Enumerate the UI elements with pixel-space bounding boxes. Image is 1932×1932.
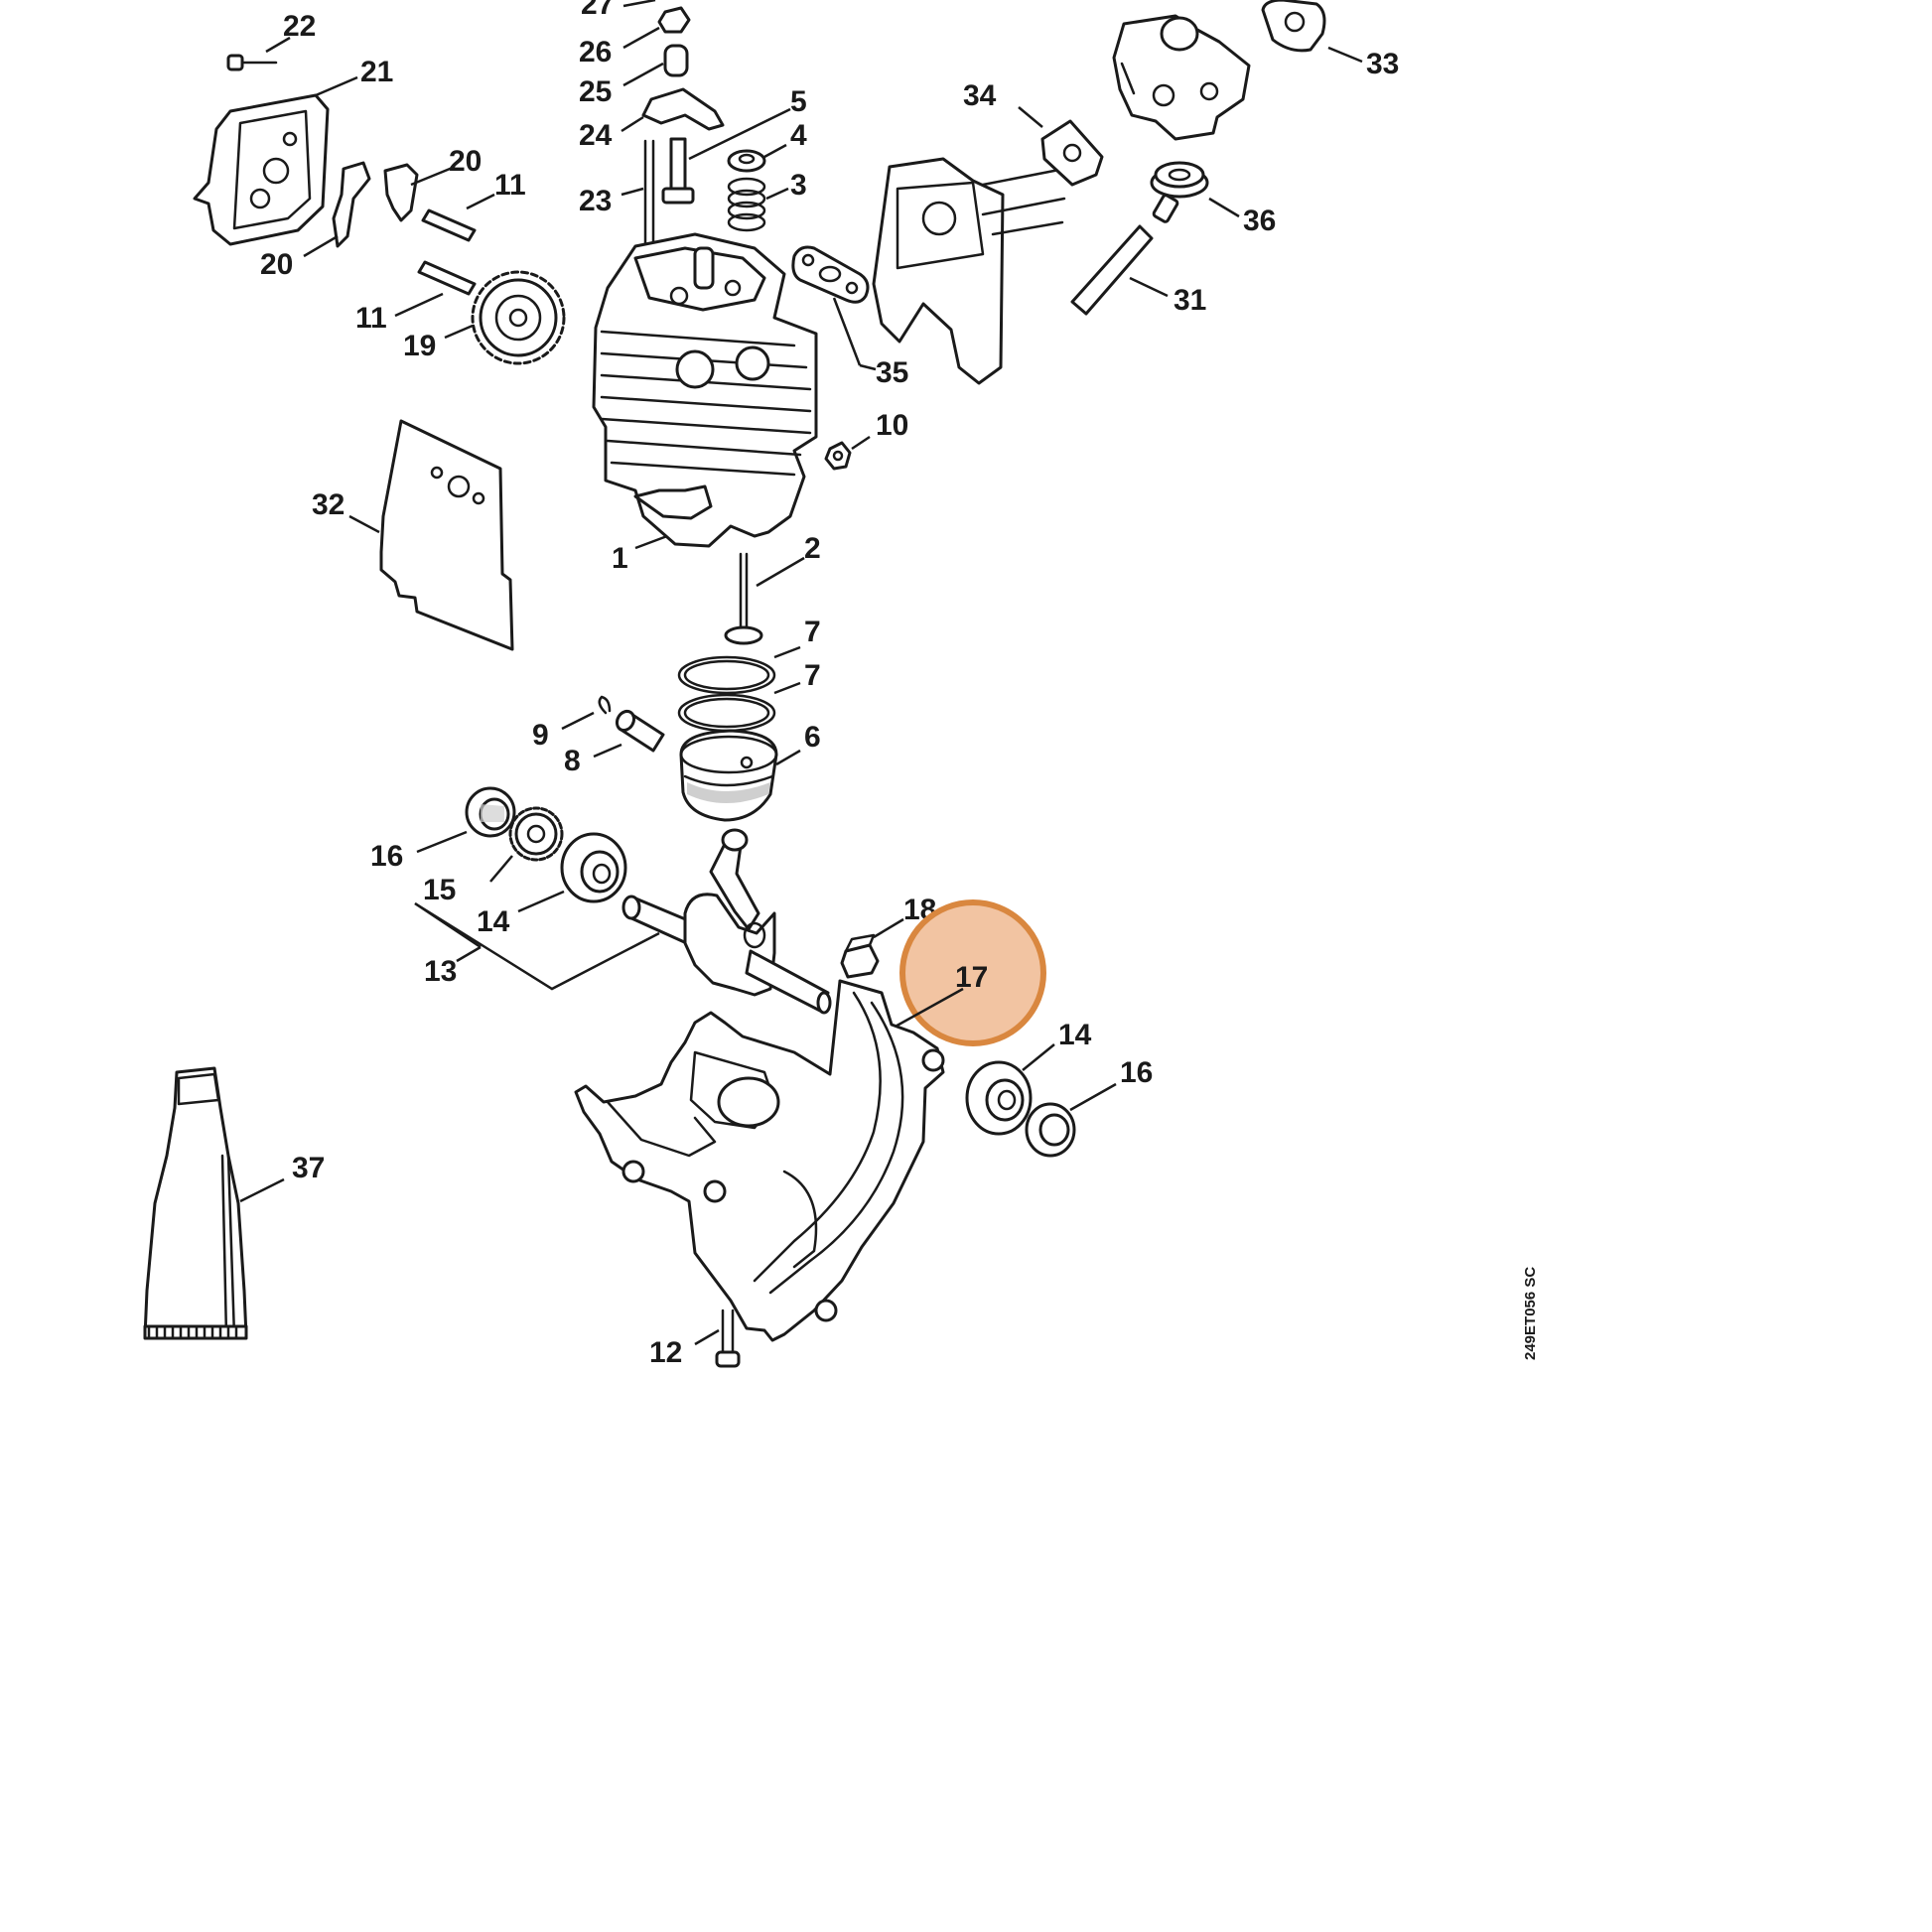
callout-21: 21 bbox=[360, 56, 393, 88]
part-2-valve[interactable] bbox=[724, 552, 763, 645]
part-37-grease-tube[interactable] bbox=[143, 1066, 248, 1340]
callout-4: 4 bbox=[790, 119, 807, 152]
part-4-spring-retainer[interactable] bbox=[727, 149, 766, 173]
part-7-piston-ring-a[interactable] bbox=[677, 655, 776, 695]
part-25-sleeve[interactable] bbox=[663, 44, 689, 77]
callout-33: 33 bbox=[1366, 48, 1399, 80]
callout-27: 27 bbox=[581, 0, 614, 21]
part-15-drive-gear[interactable] bbox=[508, 806, 564, 862]
part-3-valve-spring[interactable] bbox=[727, 177, 766, 232]
carburetor[interactable] bbox=[1112, 14, 1251, 141]
callout-19: 19 bbox=[403, 330, 436, 362]
callout-12: 12 bbox=[649, 1336, 682, 1369]
part-1-cylinder[interactable] bbox=[592, 232, 818, 548]
intake-flange[interactable] bbox=[872, 157, 1066, 385]
part-14-ball-bearing-left[interactable] bbox=[560, 832, 627, 903]
callout-13: 13 bbox=[424, 955, 457, 988]
part-18-bushing[interactable] bbox=[840, 933, 880, 979]
part-12-screw[interactable] bbox=[715, 1309, 741, 1368]
part-36-connector[interactable] bbox=[1150, 161, 1209, 223]
callout-3: 3 bbox=[790, 169, 807, 202]
part-11-pin-b[interactable] bbox=[417, 260, 477, 296]
part-24-rocker[interactable] bbox=[641, 87, 725, 131]
callout-10: 10 bbox=[876, 409, 908, 442]
part-20-rocker-arm-a[interactable] bbox=[332, 161, 371, 248]
part-31-hose[interactable] bbox=[1070, 224, 1154, 316]
callout-20b: 20 bbox=[260, 248, 293, 281]
callout-31: 31 bbox=[1173, 284, 1206, 317]
callout-9: 9 bbox=[532, 719, 549, 752]
callout-32: 32 bbox=[312, 488, 345, 521]
part-9-circlip[interactable] bbox=[598, 695, 612, 715]
part-35-gasket[interactable] bbox=[791, 245, 870, 304]
part-8-piston-pin[interactable] bbox=[614, 708, 665, 753]
part-6-piston[interactable] bbox=[679, 729, 778, 822]
part-14-ball-bearing-right[interactable] bbox=[965, 1060, 1033, 1136]
part-33-gasket[interactable] bbox=[1261, 0, 1326, 53]
callout-16a: 16 bbox=[370, 840, 403, 873]
part-5-stud[interactable] bbox=[661, 137, 695, 205]
highlight-circle bbox=[899, 899, 1046, 1046]
drawing-code: 249ET056 SC bbox=[1522, 1267, 1539, 1360]
part-7-piston-ring-b[interactable] bbox=[677, 693, 776, 733]
part-34-gasket[interactable] bbox=[1040, 119, 1104, 187]
callout-5: 5 bbox=[790, 85, 807, 118]
callout-36: 36 bbox=[1243, 205, 1276, 237]
callout-11a: 11 bbox=[494, 169, 526, 202]
part-13-crankshaft[interactable] bbox=[621, 828, 832, 1015]
part-16-oil-seal-left[interactable] bbox=[465, 786, 516, 838]
part-22-screw[interactable] bbox=[226, 54, 278, 71]
part-23-push-rod[interactable] bbox=[643, 139, 655, 246]
callout-37: 37 bbox=[292, 1152, 325, 1184]
callout-8: 8 bbox=[564, 745, 581, 777]
callout-7a: 7 bbox=[804, 616, 821, 648]
callout-16b: 16 bbox=[1120, 1056, 1153, 1089]
part-17-crankcase[interactable] bbox=[574, 979, 945, 1342]
part-21-cover[interactable] bbox=[193, 93, 330, 246]
part-32-shield[interactable] bbox=[379, 419, 514, 651]
part-11-pin-a[interactable] bbox=[421, 208, 477, 242]
callout-17: 17 bbox=[955, 961, 988, 994]
callout-22: 22 bbox=[283, 10, 316, 43]
callout-2: 2 bbox=[804, 532, 821, 565]
callout-14a: 14 bbox=[477, 905, 510, 938]
callout-1: 1 bbox=[612, 542, 628, 575]
part-26-nut[interactable] bbox=[657, 6, 691, 34]
callout-15: 15 bbox=[423, 874, 456, 906]
callout-20a: 20 bbox=[449, 145, 482, 178]
callout-23: 23 bbox=[579, 185, 612, 217]
part-10-nut[interactable] bbox=[824, 441, 852, 471]
part-16-oil-seal-right[interactable] bbox=[1025, 1102, 1076, 1158]
callout-14b: 14 bbox=[1058, 1019, 1092, 1051]
part-20-rocker-arm-b[interactable] bbox=[383, 163, 419, 222]
callout-6: 6 bbox=[804, 721, 821, 754]
callout-34: 34 bbox=[963, 79, 997, 112]
callout-7b: 7 bbox=[804, 659, 821, 692]
callout-11b: 11 bbox=[355, 302, 387, 335]
callout-35: 35 bbox=[876, 356, 908, 389]
callout-26: 26 bbox=[579, 36, 612, 69]
callout-25: 25 bbox=[579, 75, 612, 108]
callout-24: 24 bbox=[579, 119, 613, 152]
part-19-gear[interactable] bbox=[471, 270, 566, 365]
